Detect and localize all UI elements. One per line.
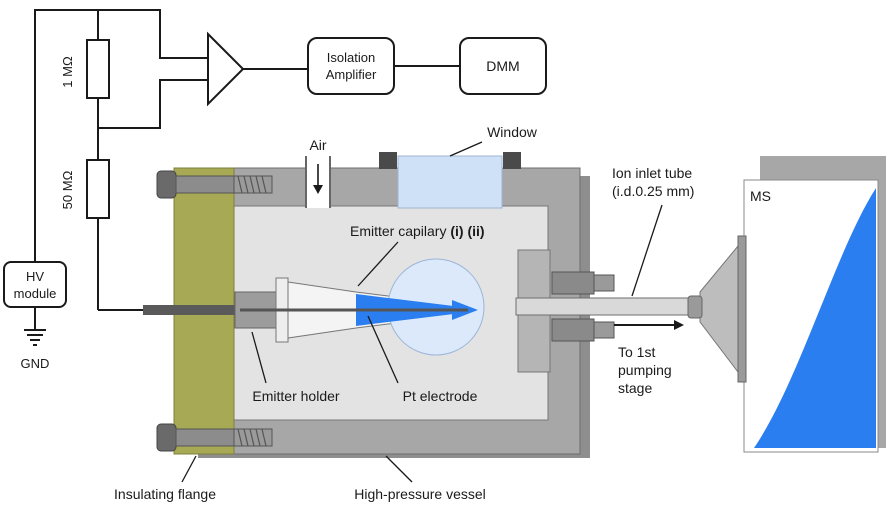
pt-electrode-leader [367,315,399,384]
electrode-rod [143,305,243,315]
top-bolt [156,170,273,199]
window-label: Window [487,124,538,140]
resistor-1mohm-label: 1 MΩ [60,56,75,88]
ms-inlet-cone [699,244,739,374]
inlet-nut-bottom [593,321,615,339]
ion-inlet-tube [515,297,699,316]
emitter-holder-leader [251,331,267,384]
ms-curve-fill [754,188,876,448]
resistor-50mohm [86,159,110,219]
window-glass [397,155,503,209]
emitter-capillary-label: Emitter capilary (i) (ii) [350,223,485,239]
emitter-capillary-leader [357,241,399,287]
air-label: Air [309,137,326,153]
isolation-amplifier-box [307,37,395,95]
ms-inlet-nozzle [687,295,703,319]
pumping-label-3: stage [618,380,652,396]
window-leader [449,141,483,157]
hv-module-label-2: module [14,286,57,301]
window-gasket-right [503,152,521,169]
ms-inlet-plate [737,235,747,383]
ion-inlet-leader [631,204,663,297]
vessel-leader [385,455,413,483]
emitter-holder-label: Emitter holder [252,388,339,404]
ion-inlet-label-1: Ion inlet tube [612,165,692,181]
window-gasket-left [379,152,397,169]
inlet-fitting-top [551,271,595,295]
pt-electrode-label: Pt electrode [403,388,478,404]
amplifier-symbol [207,31,245,107]
emitter-capillary-label-bold: (i) (ii) [450,223,484,239]
dmm-box [459,37,547,95]
vessel-label: High-pressure vessel [354,486,486,502]
resistor-50mohm-label: 50 MΩ [60,170,75,209]
hv-module-label-1: HV [26,269,44,284]
emitter-capillary-label-text: Emitter capilary [350,223,450,239]
circuit-wiring [34,9,460,330]
pumping-label-1: To 1st [618,344,655,360]
inlet-nut-top [593,274,615,292]
ion-inlet-label-2: (i.d.0.25 mm) [612,183,694,199]
pumping-arrow-head [674,320,684,330]
inlet-fitting-bottom [551,318,595,342]
air-arrow-head [313,185,323,194]
gnd-label: GND [21,356,50,371]
ground-symbol [24,329,46,346]
dmm-label: DMM [486,58,519,74]
isolation-amplifier-label-1: Isolation [327,50,375,65]
insulating-flange-leader [181,455,197,483]
isolation-amplifier-label-2: Amplifier [326,67,377,82]
ms-label: MS [750,188,771,204]
bottom-bolt [156,423,273,452]
hv-module-box [3,261,67,308]
resistor-1mohm [86,39,110,99]
pumping-label-2: pumping [618,362,672,378]
insulating-flange-label: Insulating flange [114,486,216,502]
